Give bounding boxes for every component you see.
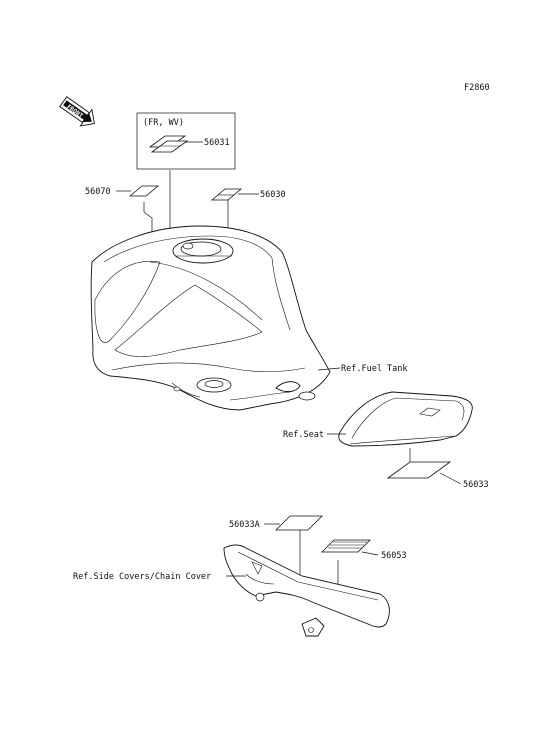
- variant-box: [136, 112, 236, 170]
- label-56033A-shape: [275, 515, 323, 531]
- ref-fuel-tank: Ref.Fuel Tank: [341, 364, 408, 374]
- label-56053-shape: [321, 539, 371, 553]
- part-56030: 56030: [260, 190, 286, 200]
- label-56070-shape: [128, 185, 160, 197]
- ref-seat: Ref.Seat: [283, 430, 324, 440]
- part-56070: 56070: [85, 187, 111, 197]
- part-56033: 56033: [463, 480, 489, 490]
- label-56031-shape: [148, 135, 189, 153]
- fuel-tank: [90, 225, 331, 411]
- variant-note: (FR, WV): [143, 118, 184, 128]
- part-56031: 56031: [204, 138, 230, 148]
- chain-cover: [223, 544, 390, 637]
- front-arrow-icon: FRONT: [59, 96, 95, 127]
- label-56033-shape: [386, 461, 452, 479]
- label-56030-shape: [210, 188, 243, 201]
- ref-side-covers: Ref.Side Covers/Chain Cover: [73, 572, 211, 582]
- seat: [338, 391, 473, 447]
- figure-code: F2860: [464, 83, 490, 93]
- part-56033A: 56033A: [229, 520, 260, 530]
- part-56053: 56053: [381, 551, 407, 561]
